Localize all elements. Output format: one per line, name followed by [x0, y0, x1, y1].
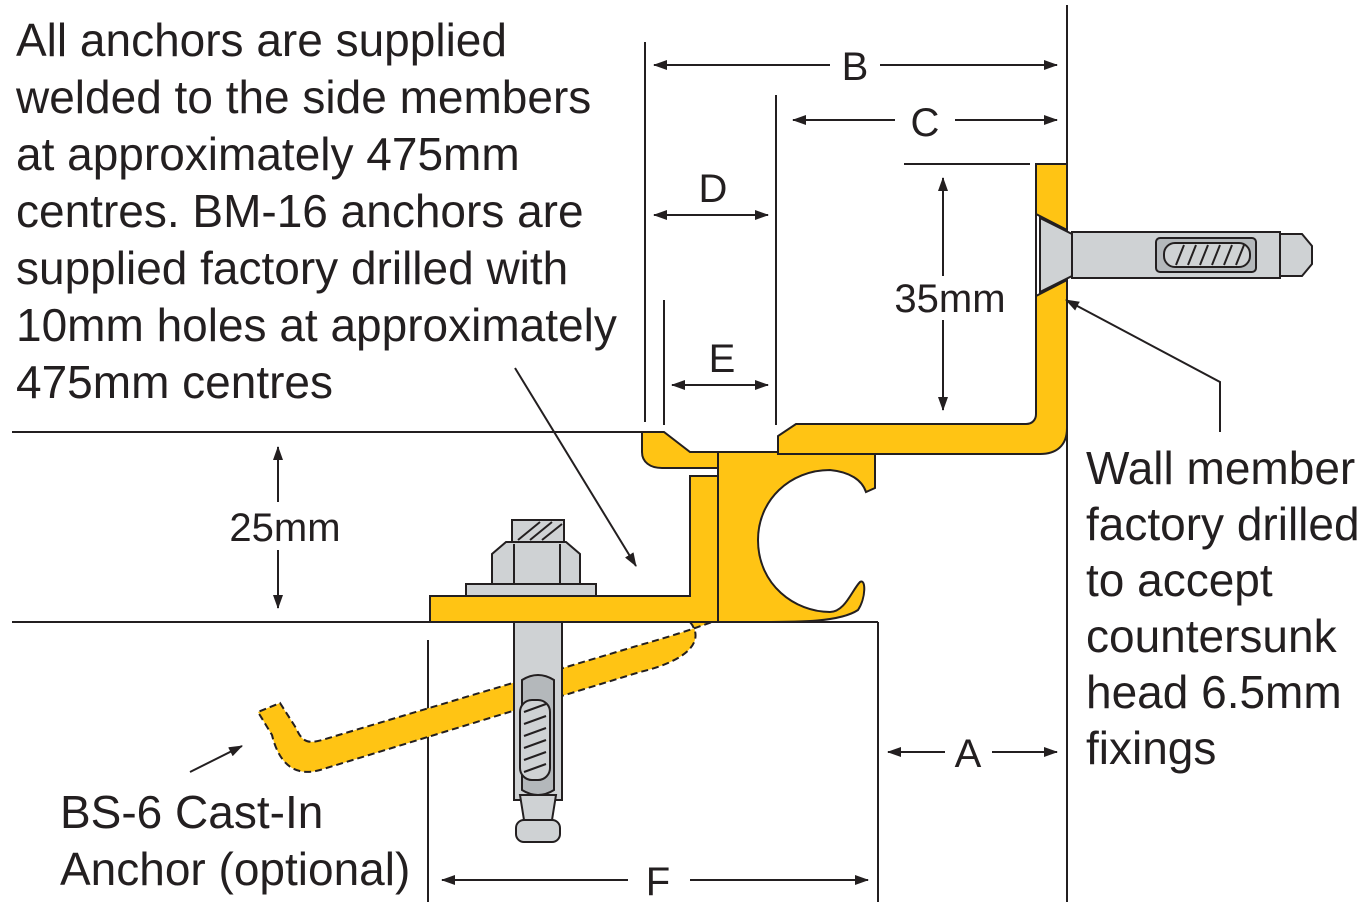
dimension-35-label: 35mm	[894, 277, 1005, 321]
svg-text:factory drilled: factory drilled	[1086, 498, 1360, 550]
dimension-b-label: B	[842, 45, 869, 89]
svg-text:welded to the side members: welded to the side members	[15, 71, 591, 123]
cast-in-anchor-note: BS-6 Cast-In Anchor (optional)	[60, 786, 410, 895]
wall-fixing-bolt	[1039, 216, 1313, 294]
dimension-d-label: D	[699, 167, 728, 211]
wall-member-note: Wall member factory drilled to accept co…	[1086, 442, 1360, 774]
svg-text:at approximately 475mm: at approximately 475mm	[16, 128, 520, 180]
svg-text:supplied factory drilled with: supplied factory drilled with	[16, 242, 568, 294]
svg-text:10mm holes at approximately: 10mm holes at approximately	[16, 299, 617, 351]
svg-text:All anchors are supplied: All anchors are supplied	[16, 14, 507, 66]
svg-text:fixings: fixings	[1086, 722, 1216, 774]
svg-text:Anchor (optional): Anchor (optional)	[60, 843, 410, 895]
svg-text:to accept: to accept	[1086, 554, 1273, 606]
anchors-note: All anchors are supplied welded to the s…	[15, 14, 617, 408]
svg-text:head 6.5mm: head 6.5mm	[1086, 666, 1342, 718]
cast-in-note-leader	[189, 745, 243, 773]
svg-text:475mm centres: 475mm centres	[16, 356, 333, 408]
dimension-e-label: E	[709, 337, 736, 381]
dimension-a-label: A	[955, 732, 982, 776]
wall-note-leader	[1065, 299, 1221, 432]
svg-text:Wall member: Wall member	[1086, 442, 1355, 494]
dimension-c-label: C	[911, 101, 940, 145]
svg-text:BS-6 Cast-In: BS-6 Cast-In	[60, 786, 323, 838]
dimension-f-label: F	[646, 860, 670, 902]
floor-anchor-bolt	[465, 519, 597, 843]
floor-member-profile	[429, 431, 876, 623]
cast-in-anchor	[256, 621, 713, 773]
svg-text:countersunk: countersunk	[1086, 610, 1338, 662]
wall-member-profile	[777, 163, 1068, 455]
anchor-note-leader	[514, 367, 637, 567]
dimension-25-label: 25mm	[229, 506, 340, 550]
svg-text:centres. BM-16 anchors are: centres. BM-16 anchors are	[16, 185, 584, 237]
